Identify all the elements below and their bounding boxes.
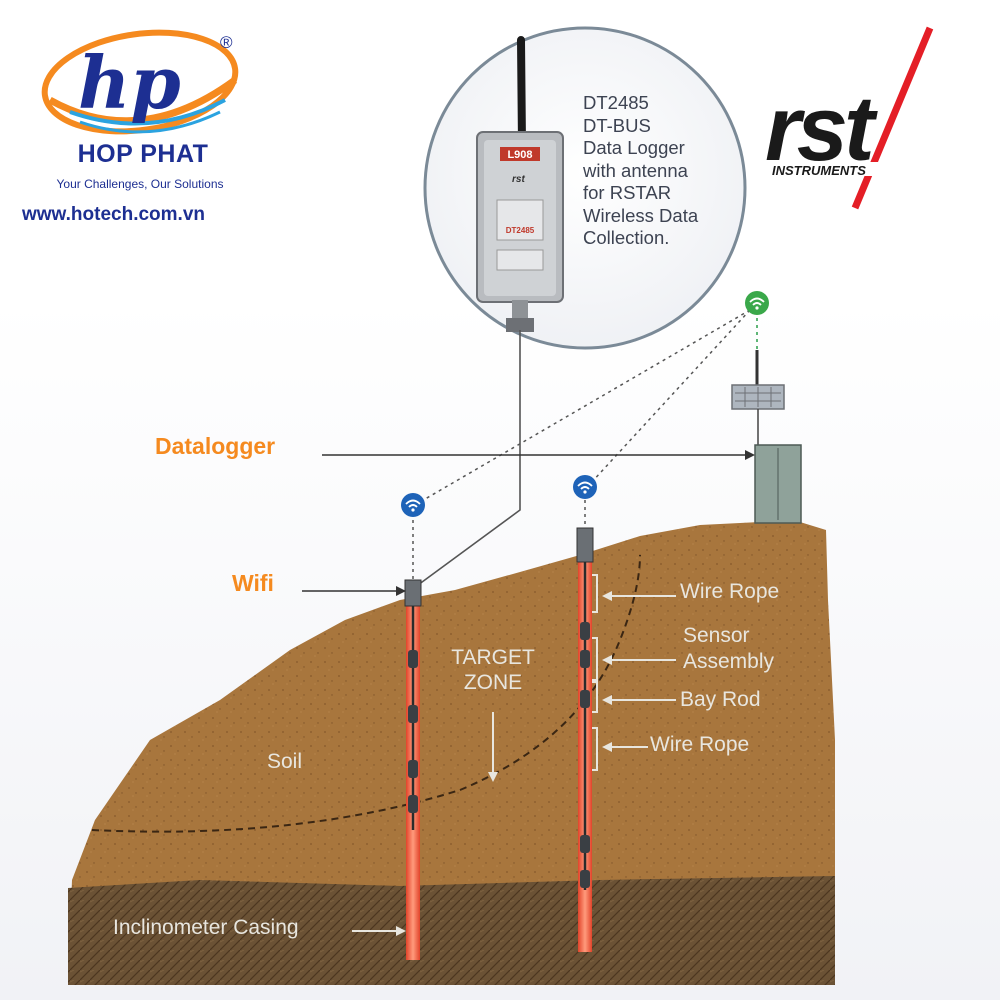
datalogger-label: Datalogger — [155, 433, 276, 459]
wire-rope-label-top: Wire Rope — [680, 580, 780, 603]
wire-rope-label-bottom: Wire Rope — [650, 733, 750, 756]
rst-instruments-logo: rst INSTRUMENTS — [765, 26, 934, 210]
callout-line: DT2485 — [583, 92, 649, 113]
rst-logo-subtitle: INSTRUMENTS — [772, 163, 866, 178]
wifi-label: Wifi — [232, 570, 274, 596]
callout-line: Collection. — [583, 227, 670, 248]
company-slogan: Your Challenges, Our Solutions — [56, 177, 224, 191]
sensor-assembly-label-1: Sensor — [683, 624, 750, 647]
inclinometer-casing-right — [576, 527, 594, 952]
wifi-icon — [745, 291, 769, 315]
datalogger-callout: L908 rst DT2485 — [423, 26, 747, 350]
registered-mark: ® — [220, 33, 233, 52]
callout-line: DT-BUS — [583, 114, 651, 136]
hop-phat-logo: hp — [41, 29, 239, 135]
target-zone-label: TARGET ZONE — [428, 645, 558, 695]
callout-line: for RSTAR — [583, 182, 672, 203]
target-zone-line: ZONE — [463, 671, 523, 694]
company-website: www.hotech.com.vn — [22, 204, 205, 225]
bay-rod-label: Bay Rod — [680, 688, 761, 711]
sensor-assembly-label-2: Assembly — [683, 650, 775, 673]
wifi-icon — [401, 493, 425, 517]
target-zone-line: TARGET — [451, 646, 535, 669]
hp-logo-letters: hp — [78, 40, 181, 125]
callout-line: Data Logger — [583, 137, 685, 158]
wifi-icon — [573, 475, 597, 499]
inclinometer-casing-label: Inclinometer Casing — [113, 916, 299, 939]
callout-description: DT2485 DT-BUS Data Logger with antenna f… — [583, 92, 743, 250]
logger-top-label: L908 — [507, 149, 532, 161]
company-name: HOP PHAT — [77, 140, 209, 168]
datalogger-station — [731, 350, 802, 524]
callout-line: with antenna — [583, 159, 688, 181]
soil-label: Soil — [267, 750, 303, 773]
inclinometer-casing-left — [404, 579, 422, 960]
callout-line: Wireless Data — [583, 204, 699, 226]
label-arrows — [302, 450, 755, 936]
svg-text:rst: rst — [512, 174, 525, 185]
logger-model-label: DT2485 — [506, 226, 535, 235]
